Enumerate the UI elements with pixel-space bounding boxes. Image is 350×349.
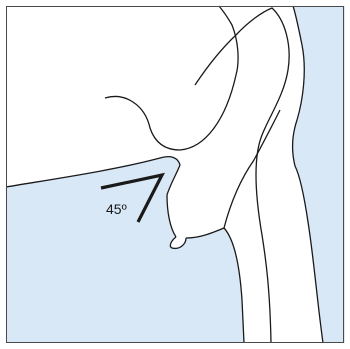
angle-label: 45º (106, 201, 127, 217)
